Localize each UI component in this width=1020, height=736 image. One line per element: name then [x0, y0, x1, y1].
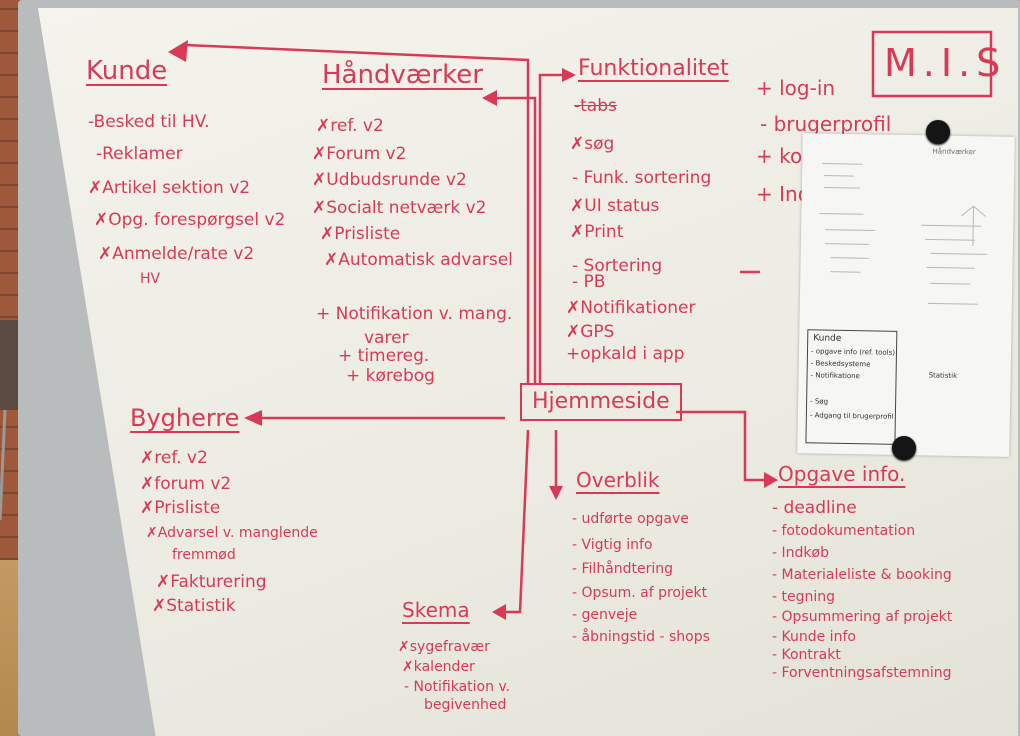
kunde-item: -Reklamer	[96, 144, 183, 164]
funktionalitet-item: -tabs	[574, 96, 617, 116]
skema-title: Skema	[402, 598, 470, 622]
paper-box-item: - Notifikatione	[810, 371, 860, 381]
kunde-item: ✗Artikel sektion v2	[88, 178, 251, 198]
mis-logo: M.I.S	[884, 41, 1007, 85]
kunde-item: ✗Opg. forespørgsel v2	[94, 210, 286, 230]
funktionalitet-item: ✗Print	[570, 222, 624, 242]
overblik-item: - Vigtig info	[572, 537, 653, 553]
paper-box-title: Kunde	[813, 333, 842, 344]
overblik-item: - åbningstid - shops	[572, 629, 710, 645]
bygherre-title: Bygherre	[130, 404, 240, 432]
opgave-item: - Kontrakt	[772, 647, 841, 663]
magnet	[892, 436, 916, 460]
opgave-item: - Kunde info	[772, 629, 856, 645]
opgave-item: - Indkøb	[772, 545, 829, 561]
funktionalitet-item: ✗UI status	[570, 196, 660, 216]
kunde-title: Kunde	[86, 56, 168, 86]
right-list-item: + log-in	[756, 76, 836, 100]
funktionalitet-item: ✗Notifikationer	[566, 298, 696, 318]
handvaerker-title: Håndværker	[322, 60, 483, 90]
bygherre-item: ✗ref. v2	[140, 448, 208, 468]
center-node-hjemmeside: Hjemmeside	[520, 383, 682, 421]
overblik-item: - Opsum. af projekt	[572, 585, 708, 601]
bygherre-item: ✗forum v2	[140, 474, 232, 494]
overblik-item: - Filhåndtering	[572, 561, 674, 577]
paper-side-title: Statistik	[928, 371, 958, 380]
opgave-item: - tegning	[772, 589, 836, 605]
handvaerker-item: ✗ref. v2	[316, 116, 384, 136]
handvaerker-item: ✗Prisliste	[320, 224, 401, 244]
right-list-item: - brugerprofil	[760, 112, 892, 136]
skema-item: ✗sygefravær	[398, 639, 490, 655]
overblik-item: - genveje	[572, 607, 638, 623]
handvaerker-item: ✗Forum v2	[312, 144, 407, 164]
funktionalitet-item: ✗GPS	[566, 322, 615, 342]
kunde-item: ✗Anmelde/rate v2	[98, 244, 255, 264]
paper-box-item: - Søg	[810, 397, 829, 406]
handvaerker-extra: + timereg.	[338, 346, 430, 366]
opgave-item: - deadline	[772, 498, 857, 518]
handvaerker-item: ✗Automatisk advarsel	[324, 250, 513, 270]
opgave-item: - Forventningsafstemning	[772, 665, 952, 681]
handvaerker-extra: + kørebog	[346, 366, 435, 386]
handvaerker-extra: + Notifikation v. mang.	[316, 304, 513, 324]
paper-sketch-note: Kunde - opgave info (ref. tools) - Beske…	[797, 133, 1015, 457]
paper-box-item: - opgave info (ref. tools)	[810, 347, 896, 357]
bygherre-item: ✗Statistik	[152, 596, 236, 616]
funktionalitet-title: Funktionalitet	[578, 56, 729, 81]
opgave-item: - Materialeliste & booking	[772, 567, 952, 583]
funktionalitet-item: ✗søg	[570, 134, 615, 154]
funktionalitet-item: - PB	[572, 272, 606, 292]
overblik-item: - udførte opgave	[572, 511, 689, 527]
skema-item: begivenhed	[424, 697, 507, 713]
paper-box-item: - Beskedsysteme	[810, 359, 871, 369]
skema-item: ✗kalender	[402, 659, 475, 675]
handvaerker-item: ✗Socialt netværk v2	[312, 198, 487, 218]
bygherre-item: ✗Fakturering	[156, 572, 267, 592]
handvaerker-item: ✗Udbudsrunde v2	[312, 170, 467, 190]
kunde-item: -Besked til HV.	[88, 112, 210, 132]
funktionalitet-item: - Funk. sortering	[572, 168, 712, 188]
skema-item: - Notifikation v.	[404, 679, 511, 695]
funktionalitet-item: +opkald i app	[566, 344, 685, 364]
opgave-title: Opgave info.	[778, 462, 906, 486]
handvaerker-extra: varer	[364, 328, 409, 348]
funktionalitet-item: - Sortering	[572, 256, 663, 276]
opgave-item: - Opsummering af projekt	[772, 609, 953, 625]
opgave-item: - fotodokumentation	[772, 523, 916, 539]
overblik-title: Overblik	[576, 468, 660, 492]
bygherre-item: ✗Advarsel v. manglende	[146, 525, 318, 541]
kunde-item: HV	[140, 271, 161, 287]
bygherre-item: ✗Prisliste	[140, 498, 221, 518]
bygherre-item: fremmød	[172, 547, 236, 563]
magnet	[926, 120, 950, 144]
paper-faint-sketch	[819, 163, 987, 305]
paper-box-item: - Adgang til brugerprofil	[809, 411, 894, 421]
